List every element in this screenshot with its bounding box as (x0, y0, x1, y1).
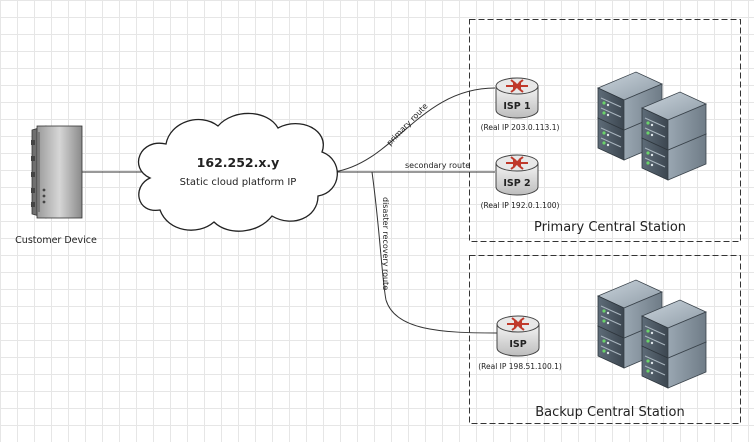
disaster-route-line (371, 171, 498, 334)
backup-station-title: Backup Central Station (535, 405, 684, 420)
cloud-label-text: Static cloud platform IP (180, 177, 297, 188)
isp2-name: ISP 2 (503, 178, 530, 189)
isp1-ip: (Real IP 203.0.113.1) (481, 123, 560, 132)
primary-route-line (333, 87, 496, 173)
isp1-router-icon (495, 77, 539, 119)
primary-station-title: Primary Central Station (534, 220, 686, 235)
primary-route-label: primary route (385, 102, 430, 148)
isp2-ip: (Real IP 192.0.1.100) (481, 201, 560, 210)
backup-isp-router-icon (496, 315, 540, 357)
customer-device-icon (31, 125, 83, 219)
backup-station-frame (469, 255, 741, 424)
connection-lines (82, 87, 498, 334)
cloud-ip-text: 162.252.x.y (197, 155, 280, 170)
isp1-name: ISP 1 (503, 101, 530, 112)
cloud-shape (137, 112, 338, 232)
backup-isp-name: ISP (509, 339, 526, 350)
secondary-route-label: secondary route (405, 161, 470, 170)
backup-isp-ip: (Real IP 198.51.100.1) (478, 362, 562, 371)
customer-device-label: Customer Device (15, 235, 97, 246)
disaster-route-label: disaster recovery route (381, 197, 390, 290)
primary-station-frame (469, 19, 741, 242)
primary-server-cluster-icon (598, 72, 706, 180)
isp2-router-icon (495, 154, 539, 196)
backup-server-cluster-icon (598, 280, 706, 388)
